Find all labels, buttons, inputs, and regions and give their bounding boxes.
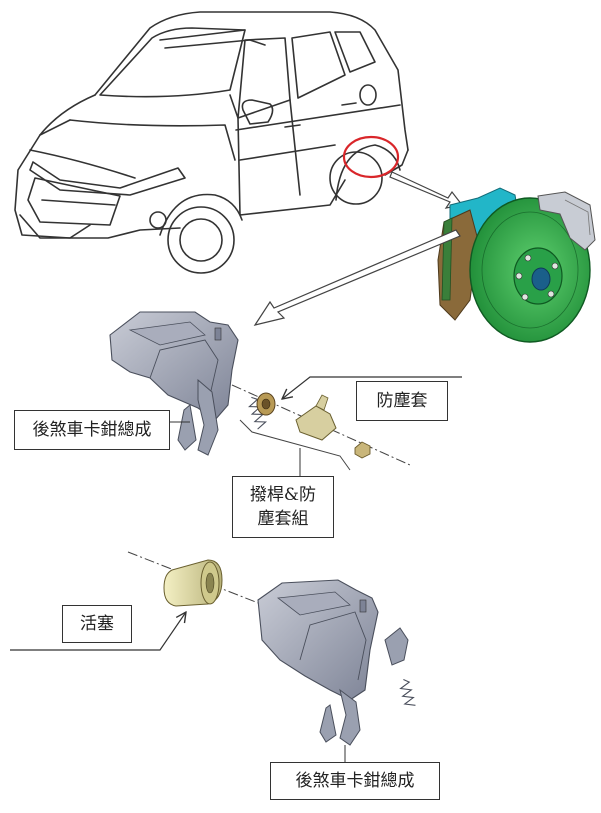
label-rear-caliper-assembly-top: 後煞車卡鉗總成 <box>14 410 170 450</box>
label-dust-boot: 防塵套 <box>356 381 448 421</box>
brake-disc-assembly <box>437 187 596 343</box>
label-rear-caliper-assembly-bottom: 後煞車卡鉗總成 <box>270 762 440 800</box>
piston-caliper-bottom-illustration <box>10 551 416 762</box>
suv-illustration <box>14 11 409 274</box>
callout-arrow-brake-to-caliper <box>253 229 461 326</box>
label-lever-and-boot-set-line1: 撥桿&防 <box>249 485 317 505</box>
label-piston: 活塞 <box>62 605 132 643</box>
caliper-top-illustration <box>109 311 462 476</box>
label-lever-and-boot-set: 撥桿&防 塵套組 <box>232 476 334 538</box>
callout-arrow-car-to-brake <box>389 171 464 209</box>
label-lever-and-boot-set-line2: 塵套組 <box>257 509 309 529</box>
rear-wheel-highlight-circle <box>342 135 400 179</box>
